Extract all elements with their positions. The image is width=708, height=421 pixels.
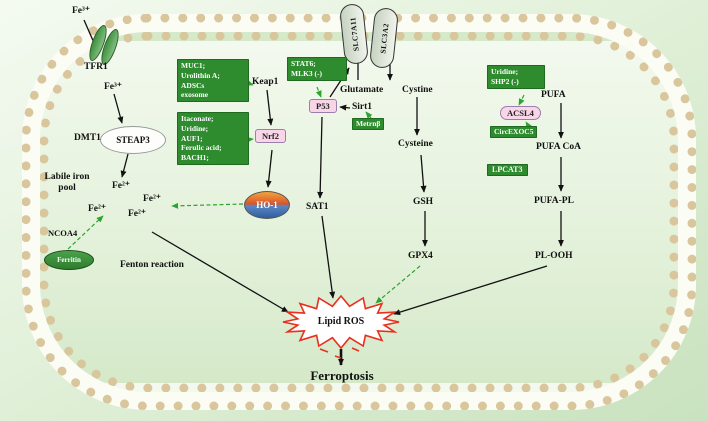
lipid-ros-label: Lipid ROS [317,316,365,327]
gpx4-label: GPX4 [408,251,433,261]
fe2-label: Fe²⁺ [112,181,130,191]
lpcat3-box: LPCAT3 [487,164,528,177]
fe2-label: Fe²⁺ [143,194,161,204]
fe2-label: Fe²⁺ [128,209,146,219]
nrf2-box: Nrf2 [255,129,286,143]
keap1-label: Keap1 [252,77,279,87]
fenton-reaction-label: Fenton reaction [120,260,184,270]
ferritin-oval: Ferritin [44,250,94,270]
stat6-mlk3-box: STAT6; MLK3 (-) [287,57,347,81]
nrf2-regulators-box: Itaconate; Uridine; AUF1; Ferulic acid; … [177,112,249,165]
p53-box: P53 [309,99,337,113]
sat1-label: SAT1 [306,202,329,212]
tfr1-label: TFR1 [84,62,108,72]
cystine-label: Cystine [402,85,433,95]
gsh-label: GSH [413,197,434,207]
dmt1-label: DMT1 [74,133,101,143]
glutamate-label: Glutamate [340,85,384,95]
circexoc5-box: CircEXOC5 [490,126,538,138]
labile-iron-pool-label: Labile iron pool [44,172,90,193]
ferroptosis-label: Ferroptosis [310,368,374,383]
steap3-oval: STEAP3 [100,126,166,154]
ferritin-label: Ferritin [57,256,81,264]
fe3-intracellular-label: Fe³⁺ [104,82,122,92]
ho1-oval: HO-1 [244,191,290,219]
ncoa4-label: NCOA4 [48,228,78,238]
slc3a2-label: SLC3A2 [377,22,391,54]
uridine-shp2-box: Uridine; SHP2 (-) [487,65,545,89]
steap3-label: STEAP3 [116,135,150,145]
pufa-pl-label: PUFA-PL [534,196,574,206]
keap1-regulators-box: MUC1; Urolithin A; ADSCs exosome [177,59,249,102]
pufa-label: PUFA [541,90,566,100]
slc7a11-label: SLC7A11 [347,16,361,52]
pl-ooh-label: PL-OOH [535,251,573,261]
ho1-label: HO-1 [256,200,278,210]
pufa-coa-label: PUFA CoA [536,142,581,152]
metrnb-box: Metrnβ [352,118,385,130]
fe3-extracellular-label: Fe³⁺ [72,6,90,16]
acsl4-box: ACSL4 [500,106,541,120]
fe2-label: Fe²⁺ [88,204,106,214]
cysteine-label: Cysteine [398,139,433,149]
sirt1-label: Sirt1 [352,102,373,112]
